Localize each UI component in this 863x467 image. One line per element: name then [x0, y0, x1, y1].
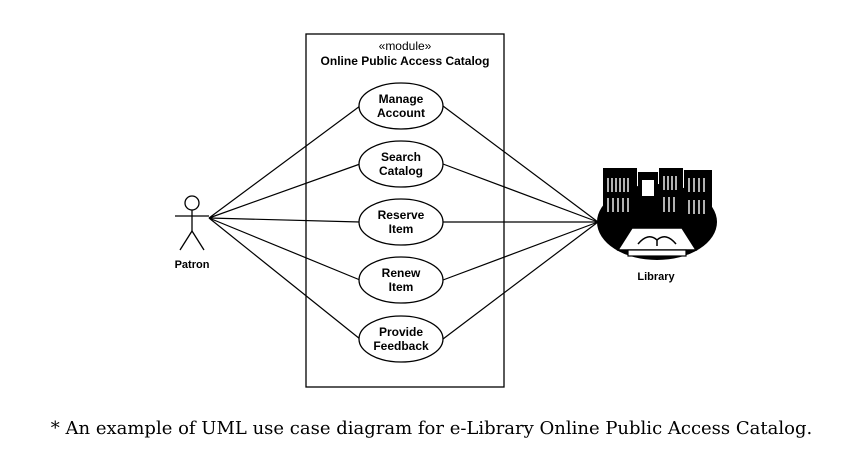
- association-library-renew-item: [442, 221, 599, 281]
- use-case-label-line1: Search: [381, 150, 421, 164]
- association-library-provide-feedback: [442, 221, 599, 340]
- use-case-manage-account: Manage Account: [358, 82, 444, 130]
- use-case-label-line2: Feedback: [373, 339, 429, 353]
- use-case-label-line2: Item: [389, 280, 414, 294]
- use-case-ellipse: [358, 198, 444, 246]
- use-case-renew-item: Renew Item: [358, 256, 444, 304]
- association-patron-provide-feedback: [208, 217, 361, 340]
- figure-caption: * An example of UML use case diagram for…: [50, 418, 813, 439]
- use-case-provide-feedback: Provide Feedback: [358, 315, 444, 363]
- use-case-label-line2: Item: [389, 222, 414, 236]
- use-case-ellipse: [358, 315, 444, 363]
- association-patron-renew-item: [208, 217, 361, 281]
- use-case-ellipse: [358, 82, 444, 130]
- use-case-label-line1: Reserve: [378, 208, 425, 222]
- use-case-diagram: «module» Online Public Access Catalog Ma…: [175, 33, 717, 388]
- use-case-reserve-item: Reserve Item: [358, 198, 444, 246]
- use-case-label-line2: Account: [377, 106, 425, 120]
- patron-label: Patron: [175, 259, 210, 271]
- library-label: Library: [637, 271, 675, 283]
- stick-figure-icon: [175, 195, 209, 251]
- library-actor: Library: [597, 168, 717, 283]
- patron-actor: Patron: [175, 195, 210, 271]
- use-case-label-line1: Manage: [379, 92, 424, 106]
- associations: [208, 105, 599, 340]
- association-library-manage-account: [442, 105, 599, 223]
- use-case-search-catalog: Search Catalog: [358, 140, 444, 188]
- use-case-label-line1: Renew: [382, 266, 421, 280]
- system-stereotype: «module»: [379, 39, 432, 53]
- library-building-icon: [597, 168, 717, 260]
- association-library-search-catalog: [442, 163, 599, 223]
- system-boundary: [305, 33, 505, 388]
- system-name: Online Public Access Catalog: [321, 54, 490, 68]
- association-patron-reserve-item: [208, 217, 361, 223]
- use-case-ellipse: [358, 256, 444, 304]
- association-patron-search-catalog: [208, 163, 361, 219]
- use-case-label-line2: Catalog: [379, 164, 423, 178]
- use-case-label-line1: Provide: [379, 325, 423, 339]
- use-case-ellipse: [358, 140, 444, 188]
- association-patron-manage-account: [208, 105, 361, 219]
